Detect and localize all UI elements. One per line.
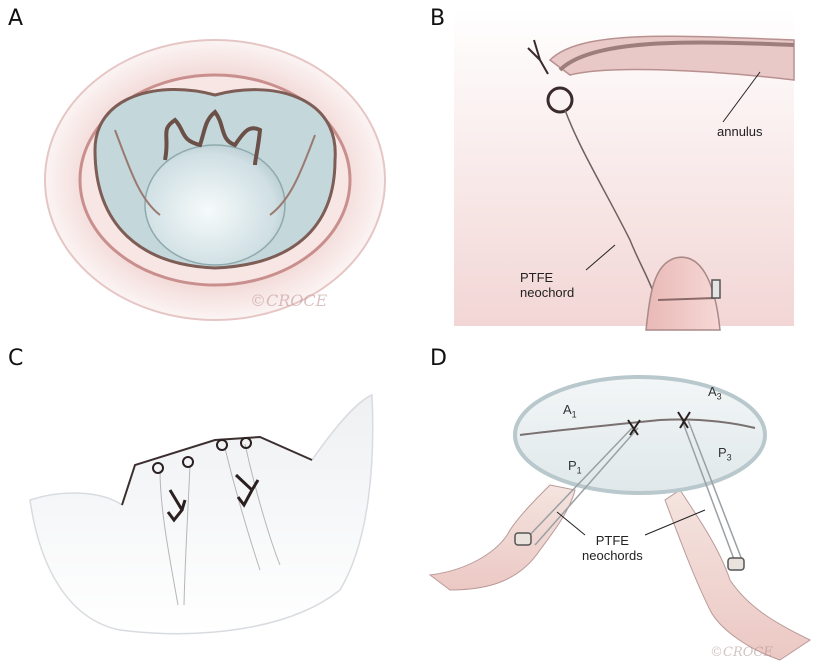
mitral-valve-atrial-view: ©CROCE <box>44 39 386 321</box>
coaptation-line <box>519 418 756 436</box>
valve-with-neochords: ©CROCE <box>428 375 811 661</box>
ptfe-neochords-label-d: PTFE neochords <box>582 533 643 563</box>
panel-label-b: B <box>430 6 446 31</box>
leaflet-tissue-c <box>29 393 374 635</box>
signature-a: ©CROCE <box>250 291 328 310</box>
leaflet-edge <box>558 40 795 72</box>
panel-label-d: D <box>430 346 447 371</box>
svg-text:©CROCE: ©CROCE <box>250 291 328 310</box>
signature-d: ©CROCE <box>710 645 773 660</box>
panel-b: B annulus PTFE neochord <box>410 0 819 332</box>
papillary-muscle-left <box>428 484 576 591</box>
ptfe-neochord-label-b: PTFE neochord <box>520 270 574 300</box>
chordae-a <box>163 109 263 166</box>
segment-a3-label: A3 <box>708 384 722 402</box>
ptfe-neochord-line <box>564 109 657 301</box>
leaflet-free-edge <box>121 435 313 506</box>
papillary-muscle <box>645 256 721 331</box>
panel-label-c: C <box>8 346 24 371</box>
suture-knot-right <box>234 473 260 508</box>
annulus-label: annulus <box>717 124 763 139</box>
panel-a: A ©CROCE <box>0 0 400 330</box>
ptfe-neochord-lines <box>524 419 743 563</box>
leaflet-repair-illustration <box>29 393 374 635</box>
knot-loop <box>546 86 574 114</box>
ptfe-label-d-line2: neochords <box>582 548 643 563</box>
segment-a1-label: A1 <box>563 402 577 420</box>
annulus-ring-d <box>513 375 767 495</box>
panel-label-a: A <box>8 6 24 31</box>
suture-knot-left <box>166 489 187 523</box>
ptfe-label-d-line1: PTFE <box>595 533 629 548</box>
panel-c: C <box>0 340 400 664</box>
segment-p1-label: P1 <box>568 458 582 476</box>
neochord-illustration <box>454 8 795 331</box>
svg-text:©CROCE: ©CROCE <box>710 645 773 660</box>
anterior-leaflet <box>144 144 286 266</box>
papillary-muscle-right <box>664 489 811 661</box>
ptfe-label-line1: PTFE <box>520 270 554 285</box>
segment-p3-label: P3 <box>718 445 732 463</box>
panel-d: D ©CROCE A1 A3 P1 P3 PTFE neochords <box>410 340 819 664</box>
ptfe-label-line2: neochord <box>520 285 575 300</box>
